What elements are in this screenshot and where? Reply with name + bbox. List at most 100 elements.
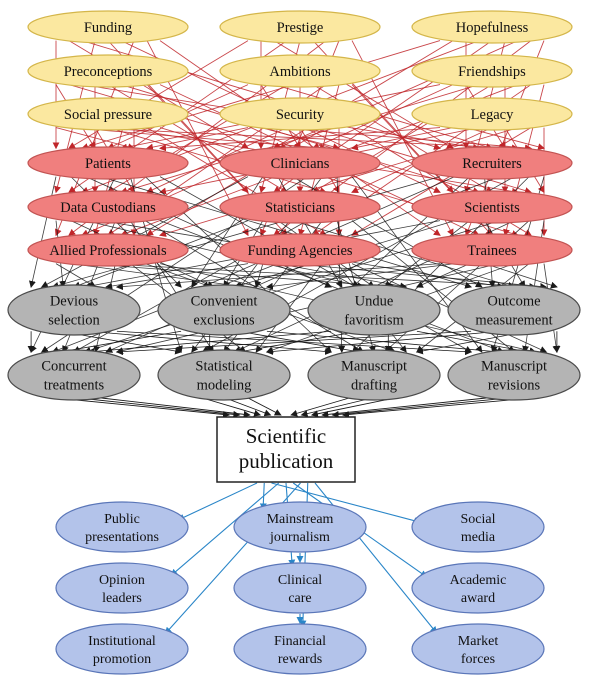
node-allied-professionals: Allied Professionals	[27, 233, 189, 267]
node-shape	[411, 501, 545, 553]
node-shape	[307, 284, 441, 336]
node-prestige: Prestige	[219, 10, 381, 44]
node-friendships: Friendships	[411, 54, 573, 88]
node-shape	[411, 54, 573, 88]
node-label: promotion	[93, 652, 151, 667]
node-funding-agencies: Funding Agencies	[219, 233, 381, 267]
node-funding: Funding	[27, 10, 189, 44]
node-shape	[411, 146, 573, 180]
node-shape	[219, 233, 381, 267]
node-label: leaders	[102, 591, 142, 606]
node-label: Mainstream	[267, 512, 334, 527]
node-label: Patients	[85, 156, 131, 172]
node-label: modeling	[197, 378, 252, 394]
node-ambitions: Ambitions	[219, 54, 381, 88]
node-shape	[7, 284, 141, 336]
practice-edge	[87, 330, 332, 355]
stakeholder-edge	[105, 263, 249, 290]
node-shape	[307, 349, 441, 401]
node-shape	[157, 349, 291, 401]
node-shape	[55, 562, 189, 614]
node-shape	[219, 97, 381, 131]
node-label: selection	[48, 313, 100, 329]
node-label: exclusions	[193, 313, 255, 329]
publication-edge	[321, 397, 491, 418]
motivation-edge	[159, 127, 441, 152]
stakeholder-edge	[159, 220, 505, 354]
node-label: treatments	[44, 378, 105, 394]
node-manuscript-revisions: Manuscript revisions	[447, 349, 581, 401]
publication-edge	[246, 397, 282, 416]
motivation-edge	[351, 127, 454, 151]
node-label: Ambitions	[269, 64, 331, 80]
node-shape	[219, 146, 381, 180]
node-label: Funding Agencies	[247, 243, 352, 259]
node-devious-selection: Devious selection	[7, 284, 141, 336]
node-label: Convenient	[191, 294, 258, 310]
node-shape	[27, 233, 189, 267]
node-label: Hopefulness	[456, 20, 529, 36]
node-label: Institutional	[88, 634, 156, 649]
node-shape	[27, 10, 189, 44]
node-label: Statisticians	[265, 200, 335, 216]
publication-box	[216, 416, 356, 483]
practice-edge	[58, 330, 182, 355]
node-label: Undue	[355, 294, 394, 310]
node-shape	[219, 190, 381, 224]
node-shape	[447, 284, 581, 336]
node-label: Social	[461, 512, 496, 527]
node-label: Manuscript	[481, 359, 547, 375]
node-shape	[27, 54, 189, 88]
node-shape	[411, 97, 573, 131]
node-label: Friendships	[458, 64, 526, 80]
node-social-media: Social media	[411, 501, 545, 553]
node-label: Devious	[50, 294, 99, 310]
node-label: presentations	[85, 530, 159, 545]
node-statisticians: Statisticians	[219, 190, 381, 224]
stakeholder-edge	[415, 263, 470, 288]
node-label: drafting	[351, 378, 397, 394]
node-shape	[55, 501, 189, 553]
stakeholder-edge	[70, 263, 247, 290]
node-shape	[7, 349, 141, 401]
outcome-edge	[271, 482, 421, 525]
node-label: Allied Professionals	[49, 243, 167, 259]
publication-edge	[331, 397, 515, 418]
publication-edge	[342, 397, 538, 418]
node-shape	[219, 10, 381, 44]
node-social-pressure: Social pressure	[27, 97, 189, 131]
node-label: care	[288, 591, 311, 606]
node-shape	[411, 190, 573, 224]
outcome-edge	[177, 482, 258, 521]
practice-edge	[115, 330, 472, 356]
stakeholder-edge	[51, 176, 441, 289]
node-recruiters: Recruiters	[411, 146, 573, 180]
node-shape	[219, 54, 381, 88]
node-label: media	[461, 530, 496, 545]
node-label: revisions	[488, 378, 541, 394]
node-scientists: Scientists	[411, 190, 573, 224]
node-label: Preconceptions	[64, 64, 153, 80]
node-label: forces	[461, 652, 495, 667]
motivation-edge	[465, 127, 545, 151]
stakeholder-edge	[292, 220, 515, 289]
node-label: Statistical	[195, 359, 252, 375]
motivation-edge	[55, 127, 135, 151]
publication-edge	[73, 397, 241, 418]
node-label: Recruiters	[462, 156, 522, 172]
motivation-edge	[146, 127, 288, 193]
node-label: Scientists	[464, 200, 520, 216]
node-shape	[447, 349, 581, 401]
publication-edge	[97, 397, 251, 418]
node-trainees: Trainees	[411, 233, 573, 267]
node-label: Clinical	[278, 573, 322, 588]
node-label: Prestige	[277, 20, 324, 36]
